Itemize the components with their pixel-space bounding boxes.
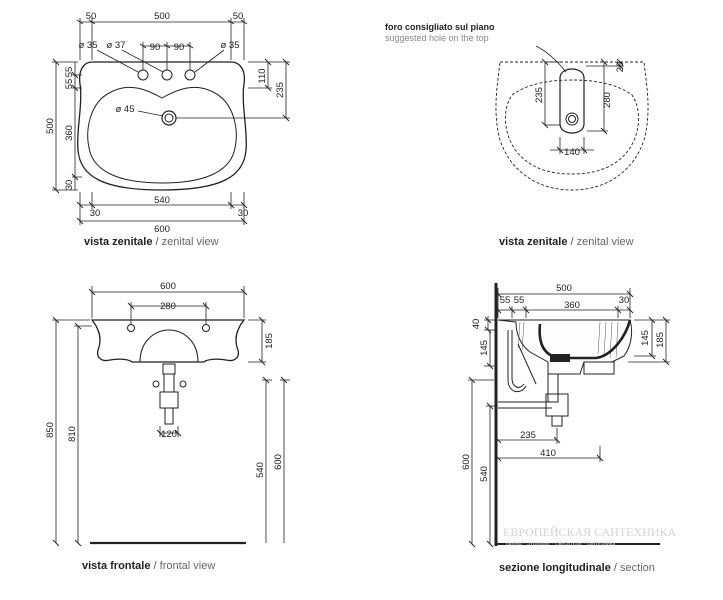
dim-text: 235 <box>520 430 536 441</box>
section-view <box>468 283 670 548</box>
dim-text: 30 <box>619 295 630 306</box>
dim-text: 500 <box>556 283 572 294</box>
siphon-section <box>498 361 615 427</box>
dim-text: 90 <box>174 42 185 53</box>
dim-text: 600 <box>160 281 176 292</box>
countertop-outline-dashed <box>495 61 649 191</box>
dim-text: 185 <box>264 333 275 349</box>
section-body-hatch <box>497 319 633 375</box>
watermark-line-1: ЕВРОПЕЙСКАЯ САНТЕХНИКА <box>503 525 677 539</box>
dim-text: 600 <box>154 224 170 235</box>
dim-text: 90 <box>150 42 161 53</box>
tap-hole-right <box>202 324 210 332</box>
basin-front-outline <box>90 319 246 363</box>
dim-text: ø 35 <box>78 40 97 51</box>
suggested-hole-note-english: suggested hole on the top <box>385 33 489 43</box>
watermark-line-2: ванны • душевые • смесители • сантехника <box>506 541 616 547</box>
drain-hole <box>565 112 579 126</box>
caption-separator: / <box>613 562 617 574</box>
dim-text: 235 <box>275 82 286 98</box>
dim-text: 145 <box>640 330 651 346</box>
dim-text: 810 <box>67 426 78 442</box>
dim-text: 55 <box>64 79 75 90</box>
tap-hole-right <box>184 69 196 81</box>
caption-english: zenital view <box>161 236 219 248</box>
caption-english: zenital view <box>576 236 634 248</box>
basin-top-outline <box>76 61 248 191</box>
bowl-arch <box>139 329 199 363</box>
caption-separator: / <box>153 560 157 572</box>
dim-text: 30 <box>64 180 75 191</box>
caption-english: section <box>620 562 655 574</box>
section-view-labels: 500 55 55 360 30 40 145 145 185 235 410 … <box>461 283 666 482</box>
dim-text: 30 <box>238 208 249 219</box>
dim-text: 235 <box>534 87 545 103</box>
caption-italian: vista zenitale <box>84 236 153 248</box>
bowl-rim <box>87 86 237 184</box>
dim-text: 30 <box>90 208 101 219</box>
dim-text: ø 45 <box>115 104 134 115</box>
dim-text: 280 <box>602 92 613 108</box>
tap-hole-left <box>137 69 149 81</box>
caption-separator: / <box>570 236 574 248</box>
dim-text: 50 <box>86 11 97 22</box>
dim-text: 360 <box>64 125 75 141</box>
zenital-view-left <box>52 18 290 225</box>
caption-zenital-left: vista zenitale / zenital view <box>84 236 219 248</box>
dim-text: 55 <box>514 295 525 306</box>
dim-text: 50 <box>233 11 244 22</box>
dim-text: 360 <box>564 300 580 311</box>
dim-text: 55 <box>64 67 75 78</box>
water-supply-pipe <box>507 330 527 393</box>
dim-text: 540 <box>154 195 170 206</box>
caption-italian: vista zenitale <box>499 236 568 248</box>
dim-text: 145 <box>479 340 490 356</box>
dim-text: 500 <box>154 11 170 22</box>
caption-italian: vista frontale <box>82 560 151 572</box>
frontal-view-labels: 600 280 185 850 810 540 600 120 <box>45 281 284 478</box>
dim-text: 120 <box>161 429 177 440</box>
dim-text: 55 <box>500 295 511 306</box>
suggested-hole-note-italian: foro consigliato sul piano <box>385 22 495 32</box>
caption-zenital-right: vista zenitale / zenital view <box>499 236 634 248</box>
dim-text: 110 <box>257 68 268 83</box>
zenital-view-right <box>495 45 649 191</box>
caption-english: frontal view <box>159 560 216 572</box>
dim-text: 140 <box>564 147 580 158</box>
bowl-outline-dashed <box>505 79 639 175</box>
dim-text: 40 <box>471 319 482 330</box>
dim-text: ø 35 <box>220 40 239 51</box>
dim-text: 20 <box>615 62 626 73</box>
dim-text: 600 <box>461 454 472 470</box>
tap-hole-left <box>127 324 135 332</box>
dim-text: 185 <box>655 332 666 348</box>
dim-text: 410 <box>540 448 556 459</box>
dim-text: 500 <box>45 118 56 134</box>
caption-frontal: vista frontale / frontal view <box>82 560 215 572</box>
caption-separator: / <box>155 236 159 248</box>
siphon <box>152 363 187 425</box>
tap-hole-center <box>161 69 173 81</box>
dim-text: 540 <box>255 462 266 478</box>
dim-text: 540 <box>479 466 490 482</box>
caption-italian: sezione longitudinale <box>499 562 611 574</box>
zenital-view-right-labels: 20 235 280 140 <box>534 62 626 158</box>
frontal-view <box>52 286 290 547</box>
bowl-section <box>538 319 632 360</box>
suggested-hole <box>559 68 585 134</box>
caption-section: sezione longitudinale / section <box>499 562 655 574</box>
dim-text: 850 <box>45 422 56 438</box>
drain-hole <box>161 110 177 126</box>
dim-text: 600 <box>273 454 284 470</box>
zenital-view-left-labels: 50 500 50 ø 35 ø 37 90 90 ø 35 ø 45 55 5… <box>45 11 286 235</box>
dim-text: ø 37 <box>106 40 125 51</box>
dim-text: 280 <box>160 301 176 312</box>
